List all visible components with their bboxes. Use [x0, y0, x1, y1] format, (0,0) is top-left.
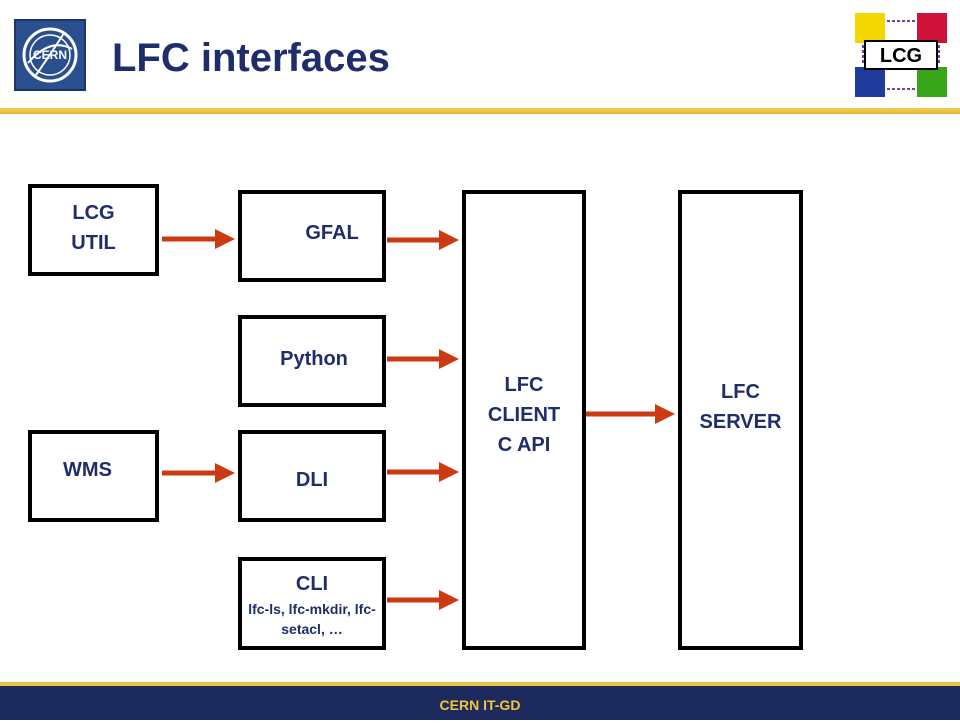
gfal-label: GFAL — [305, 222, 359, 244]
python-label: Python — [280, 348, 348, 370]
footer-divider — [0, 682, 960, 686]
page-title: LFC interfaces — [112, 36, 390, 80]
lcg-util-label: LCG UTIL — [71, 202, 116, 254]
lcg-util-box: LCG UTIL — [28, 184, 159, 276]
lfc-server-box: LFC SERVER — [678, 190, 803, 650]
lfc-client-box: LFC CLIENT C API — [462, 190, 586, 650]
wms-label: WMS — [63, 459, 112, 481]
python-box: Python — [238, 315, 386, 407]
cli-label: CLI — [295, 572, 329, 595]
lcg-logo-text: LCG — [880, 45, 922, 67]
wms-box: WMS — [28, 430, 159, 522]
footer-text: CERN IT-GD — [0, 686, 960, 720]
dli-box: DLI — [238, 430, 386, 522]
lfc-client-label: LFC CLIENT C API — [487, 374, 561, 456]
dli-label: DLI — [295, 469, 329, 491]
gfal-box: GFAL — [238, 190, 386, 282]
cli-box: CLI lfc-ls, lfc-mkdir, lfc-setacl, … — [238, 557, 386, 650]
lfc-server-label: LFC SERVER — [699, 381, 782, 433]
cern-logo: CERN — [14, 19, 86, 91]
cli-commands: lfc-ls, lfc-mkdir, lfc-setacl, … — [248, 600, 376, 637]
lcg-logo: LCG — [855, 13, 947, 97]
header-divider — [0, 108, 960, 114]
cern-logo-text: CERN — [33, 48, 67, 62]
